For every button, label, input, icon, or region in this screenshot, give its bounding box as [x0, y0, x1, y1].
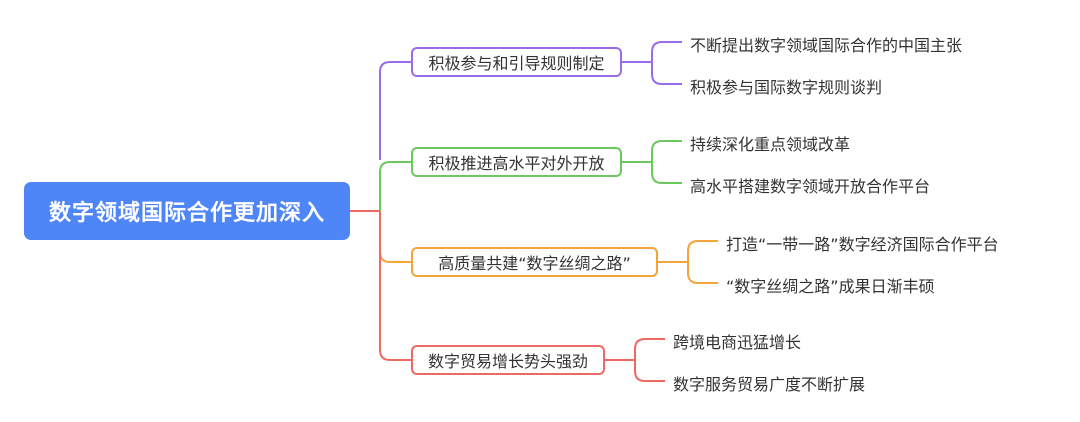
branch-topic-trade[interactable]: 数字贸易增长势头强劲 [411, 345, 605, 375]
branch-topic-label: 积极推进高水平对外开放 [428, 154, 605, 173]
branch-topic-label: 积极参与和引导规则制定 [428, 54, 605, 73]
leaf-topic[interactable]: 持续深化重点领域改革 [690, 135, 851, 154]
branch-connector-1 [379, 61, 411, 160]
branch-topic-opening[interactable]: 积极推进高水平对外开放 [411, 147, 622, 177]
branch-connector-2 [379, 161, 411, 211]
branch-connector-3 [379, 211, 411, 263]
leaf-topic[interactable]: 不断提出数字领域国际合作的中国主张 [690, 36, 963, 55]
leaf-topic[interactable]: 数字服务贸易广度不断扩展 [673, 375, 866, 394]
root-topic-label: 数字领域国际合作更加深入 [48, 201, 325, 226]
leaf-topic[interactable]: 高水平搭建数字领域开放合作平台 [690, 177, 931, 196]
leaf-topic[interactable]: 跨境电商迅猛增长 [673, 333, 802, 352]
leaf-topic[interactable]: 积极参与国际数字规则谈判 [690, 78, 883, 97]
branch-connector-4 [379, 211, 411, 361]
branch-topic-label: 数字贸易增长势头强劲 [427, 352, 588, 371]
leaf-topic[interactable]: 打造“一带一路”数字经济国际合作平台 [726, 235, 999, 254]
leaf-connector-3 [658, 240, 718, 284]
leaf-connector-1 [622, 41, 682, 85]
leaf-connector-2 [622, 140, 682, 184]
branch-topic-label: 高质量共建“数字丝绸之路” [438, 254, 631, 273]
branch-topic-silk-road[interactable]: 高质量共建“数字丝绸之路” [411, 247, 658, 277]
leaf-topic[interactable]: “数字丝绸之路”成果日渐丰硕 [726, 277, 935, 296]
branch-topic-rules[interactable]: 积极参与和引导规则制定 [411, 47, 622, 77]
root-topic[interactable]: 数字领域国际合作更加深入 [24, 182, 350, 240]
leaf-connector-4 [605, 338, 665, 382]
